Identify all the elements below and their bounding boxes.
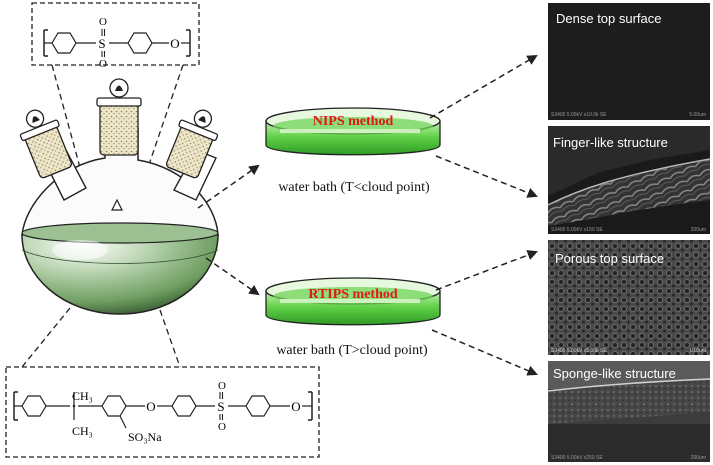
nips-water-bath: NIPS method water bath (T<cloud point) bbox=[265, 107, 441, 195]
left-stopper bbox=[19, 109, 73, 179]
nips-method-label: NIPS method bbox=[313, 114, 394, 129]
ether-oxygen-1: O bbox=[146, 399, 155, 414]
ether-oxygen-2: O bbox=[291, 399, 300, 414]
rtips-method-label: RTIPS method bbox=[308, 287, 398, 302]
benzene-ring bbox=[245, 395, 271, 417]
micrograph-title: Finger-like structure bbox=[553, 135, 668, 150]
arrow-to-rtips bbox=[205, 257, 260, 296]
arrow-to-dense-surface bbox=[429, 54, 538, 119]
rtips-water-bath: RTIPS method water bath (T>cloud point) bbox=[265, 277, 441, 358]
arrow-to-sponge-structure bbox=[431, 329, 538, 376]
ether-oxygen: O bbox=[170, 36, 179, 51]
connector-line bbox=[51, 64, 97, 227]
arrow-to-nips bbox=[197, 164, 260, 209]
sem-porous-top-surface: Porous top surface S3400 5.00kV x5.00k S… bbox=[548, 240, 710, 355]
polymer-bottom-structure: CH₃ CH₃ SO₃Na O S O O O bbox=[5, 366, 320, 458]
benzene-ring bbox=[21, 395, 47, 417]
polymer-bottom-frame bbox=[5, 366, 320, 458]
micrograph-title: Porous top surface bbox=[555, 251, 664, 266]
micrograph-footer: S3400 5.00kV x5.00k SE bbox=[551, 348, 607, 354]
methyl-top: CH₃ bbox=[72, 389, 93, 403]
micrograph-title: Sponge-like structure bbox=[553, 366, 676, 381]
benzene-ring bbox=[101, 395, 127, 417]
sulfur-atom: S bbox=[217, 399, 224, 414]
arrow-to-porous-surface bbox=[435, 250, 538, 291]
sem-finger-like-structure: Finger-like structure S3400 5.00kV x150 … bbox=[547, 126, 711, 234]
center-stopper bbox=[99, 102, 139, 156]
nips-bath-caption: water bath (T<cloud point) bbox=[278, 180, 430, 195]
micrograph-title: Dense top surface bbox=[556, 11, 662, 26]
three-neck-flask bbox=[19, 78, 219, 315]
connector-line bbox=[159, 309, 181, 368]
sulfonyl-oxygen-bottom: O bbox=[99, 58, 107, 70]
micrograph-footer: S3400 5.00kV x10.0k SE bbox=[551, 112, 607, 118]
sulfonyl-oxygen-top: O bbox=[218, 380, 226, 392]
benzene-ring bbox=[51, 32, 77, 54]
micrograph-scale: 200um bbox=[691, 455, 706, 461]
right-stopper bbox=[165, 109, 219, 179]
connector-line bbox=[21, 307, 71, 368]
methyl-bottom: CH₃ bbox=[72, 424, 93, 438]
sulfur-atom: S bbox=[98, 36, 105, 51]
sulfonate-group: SO₃Na bbox=[128, 430, 162, 444]
benzene-ring bbox=[171, 395, 197, 417]
sulfonyl-oxygen-bottom: O bbox=[218, 421, 226, 433]
micrograph-scale: 5.00um bbox=[689, 112, 706, 118]
sulfonyl-oxygen-top: O bbox=[99, 16, 107, 28]
sem-dense-top-surface: Dense top surface S3400 5.00kV x10.0k SE… bbox=[548, 3, 710, 120]
polymer-top-structure: S O O O bbox=[31, 2, 200, 70]
rtips-bath-caption: water bath (T>cloud point) bbox=[276, 343, 428, 358]
arrow-to-finger-structure bbox=[435, 155, 538, 198]
micrograph-footer: S3400 5.00kV x150 SE bbox=[551, 227, 603, 233]
sem-sponge-like-structure: Sponge-like structure S3400 5.00kV x250 … bbox=[547, 361, 711, 462]
micrograph-scale: 10.0um bbox=[689, 348, 706, 354]
micrograph-scale: 200um bbox=[691, 227, 706, 233]
micrograph-footer: S3400 5.00kV x250 SE bbox=[551, 455, 603, 461]
polymer-top-frame bbox=[31, 2, 200, 66]
benzene-ring bbox=[127, 32, 153, 54]
